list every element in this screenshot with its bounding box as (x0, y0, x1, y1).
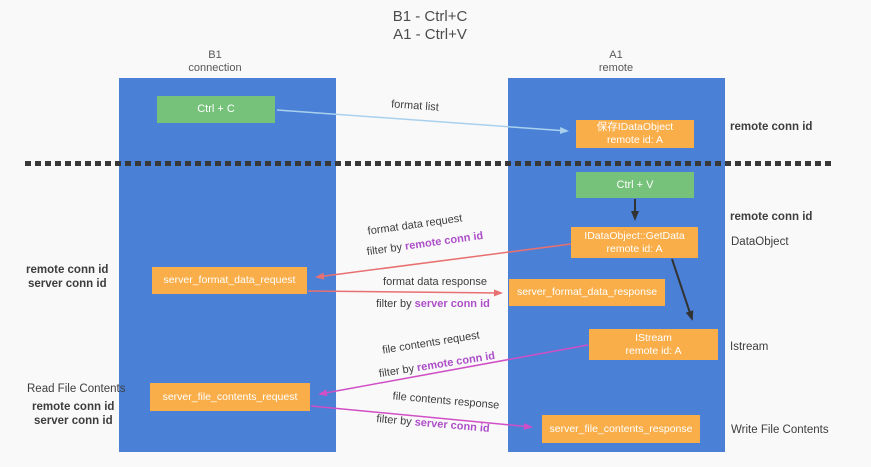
label-read-file-contents: Read File Contents (27, 383, 126, 395)
node-istream-title: IStream (635, 331, 672, 344)
node-server-file-contents-request: server_file_contents_request (150, 383, 310, 411)
label-filter-server-1: filter by server conn id (363, 298, 503, 310)
node-save-idataobject: 保存IDataObject remote id: A (576, 120, 694, 148)
label-remote-conn-id-left-2: remote conn id (32, 401, 115, 413)
label-filter-server-2: filter by server conn id (363, 412, 504, 436)
node-istream-subtitle: remote id: A (625, 344, 682, 357)
lifeline-header-a1: A1 remote (536, 49, 696, 75)
lifeline-header-b1: B1 connection (135, 49, 295, 75)
server-conn-id-text: server conn id (414, 416, 491, 435)
node-idataobject-getdata: IDataObject::GetData remote id: A (571, 227, 698, 258)
phase-separator-dashed-line (25, 161, 832, 166)
label-istream: Istream (730, 341, 769, 353)
arrow-format-data-response (307, 289, 503, 297)
remote-conn-id-text: remote conn id (404, 229, 484, 253)
server-conn-id-text: server conn id (414, 298, 490, 310)
node-istream: IStream remote id: A (589, 329, 718, 360)
label-remote-conn-id-left-1: remote conn id (26, 264, 109, 276)
label-server-conn-id-left-1: server conn id (28, 278, 107, 290)
node-ctrl-v: Ctrl + V (576, 172, 694, 198)
node-getdata-title: IDataObject::GetData (584, 229, 685, 242)
label-remote-conn-id-top-right: remote conn id (730, 121, 813, 133)
node-save-idataobject-title: 保存IDataObject (596, 121, 674, 133)
title-line-1: B1 - Ctrl+C (392, 8, 468, 25)
lifeline-a1-name: A1 (609, 49, 623, 61)
label-remote-conn-id-mid-right: remote conn id (730, 211, 813, 223)
label-write-file-contents: Write File Contents (731, 424, 829, 436)
label-dataobject: DataObject (731, 236, 789, 248)
node-save-idataobject-subtitle: remote id: A (606, 134, 664, 146)
label-format-data-response: format data response (383, 276, 487, 288)
title-line-2: A1 - Ctrl+V (393, 26, 467, 43)
lifeline-b1-name: B1 (208, 49, 222, 61)
filter-by-text: filter by (378, 362, 416, 381)
filter-by-text: filter by (366, 241, 403, 259)
label-server-conn-id-left-2: server conn id (34, 415, 113, 427)
node-server-format-data-request: server_format_data_request (152, 267, 307, 294)
lifeline-b1-role: connection (188, 62, 242, 74)
filter-by-text: filter by (375, 413, 413, 429)
label-format-list: format list (390, 98, 440, 114)
remote-conn-id-text: remote conn id (416, 349, 496, 375)
filter-by-text: filter by (376, 298, 412, 310)
node-ctrl-c: Ctrl + C (157, 96, 275, 123)
label-file-contents-response: file contents response (392, 390, 500, 412)
lifeline-a1-role: remote (598, 62, 634, 74)
diagram-title: B1 - Ctrl+C A1 - Ctrl+V (0, 8, 860, 44)
node-getdata-subtitle: remote id: A (606, 242, 663, 255)
node-server-format-data-response: server_format_data_response (509, 279, 665, 306)
node-server-file-contents-response: server_file_contents_response (542, 415, 700, 443)
